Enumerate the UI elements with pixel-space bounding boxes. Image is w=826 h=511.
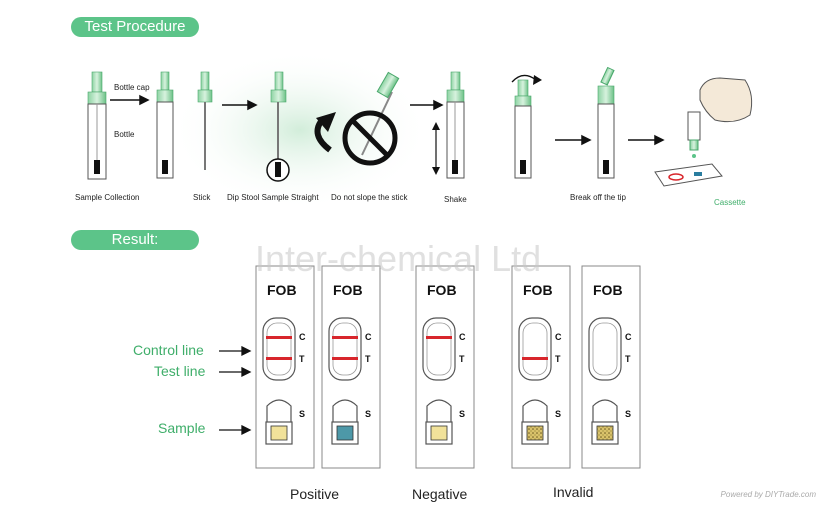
result-window-inner xyxy=(332,322,358,376)
sample-well-hood xyxy=(592,399,618,422)
sample-pad xyxy=(526,425,544,441)
group-invalid: Invalid xyxy=(553,484,594,500)
t-label: T xyxy=(555,354,561,364)
result-window xyxy=(328,317,362,381)
t-label: T xyxy=(625,354,631,364)
fob-label: FOB xyxy=(267,282,297,298)
result-window xyxy=(518,317,552,381)
step-sample-collection-bottle xyxy=(87,71,107,180)
control-line-mark xyxy=(426,336,452,339)
fob-label: FOB xyxy=(427,282,457,298)
s-label: S xyxy=(459,409,466,419)
label-sample-collection: Sample Collection xyxy=(75,193,140,202)
t-label: T xyxy=(299,354,305,364)
group-positive: Positive xyxy=(290,486,340,502)
sample-well-hood xyxy=(426,399,452,422)
sample-well-hood xyxy=(332,399,358,422)
sample-pad xyxy=(336,425,354,441)
step-stick xyxy=(197,71,213,170)
test-line-mark xyxy=(522,357,548,360)
label-bottle-cap: Bottle cap xyxy=(114,83,150,92)
step-twist-cap xyxy=(511,74,542,179)
sample-pad xyxy=(430,425,448,441)
c-label: C xyxy=(625,332,632,342)
test-line-mark xyxy=(332,357,358,360)
fob-label: FOB xyxy=(523,282,553,298)
result-window-inner xyxy=(266,322,292,376)
result-window-inner xyxy=(426,322,452,376)
result-window xyxy=(588,317,622,381)
label-bottle: Bottle xyxy=(114,130,135,139)
result-header: Result: xyxy=(71,230,199,250)
label-test-line: Test line xyxy=(154,363,206,379)
c-label: C xyxy=(555,332,562,342)
test-line-mark xyxy=(266,357,292,360)
s-label: S xyxy=(625,409,632,419)
label-cassette: Cassette xyxy=(714,198,746,207)
sample-well-hood xyxy=(266,399,292,422)
process-arrows xyxy=(110,94,665,146)
result-window-inner xyxy=(592,322,618,376)
result-window xyxy=(262,317,296,381)
sample-pad xyxy=(596,425,614,441)
control-line-mark xyxy=(266,336,292,339)
label-sample: Sample xyxy=(158,420,206,436)
label-dip: Dip Stool Sample Straight xyxy=(227,193,319,202)
t-label: T xyxy=(365,354,371,364)
hand-cassette-illustration xyxy=(654,77,753,187)
c-label: C xyxy=(459,332,466,342)
control-line-mark xyxy=(332,336,358,339)
s-label: S xyxy=(365,409,372,419)
pointer-arrows xyxy=(219,345,252,436)
label-control-line: Control line xyxy=(133,342,204,358)
label-stick: Stick xyxy=(193,193,211,202)
s-label: S xyxy=(299,409,306,419)
t-label: T xyxy=(459,354,465,364)
procedure-steps xyxy=(87,66,753,187)
group-negative: Negative xyxy=(412,486,468,502)
test-procedure-header: Test Procedure xyxy=(71,17,199,37)
s-label: S xyxy=(555,409,562,419)
fob-label: FOB xyxy=(593,282,623,298)
c-label: C xyxy=(365,332,372,342)
fob-label: FOB xyxy=(333,282,363,298)
sample-pad xyxy=(270,425,288,441)
label-shake: Shake xyxy=(444,195,467,204)
result-window-inner xyxy=(522,322,548,376)
watermark: Inter-chemical Ltd xyxy=(255,238,542,279)
powered-by: Powered by DIYTrade.com xyxy=(720,490,816,499)
result-window xyxy=(422,317,456,381)
step-stick-bottle xyxy=(156,71,174,179)
sample-well-hood xyxy=(522,399,548,422)
step-shake xyxy=(432,71,465,179)
no-slope-icon xyxy=(342,71,400,166)
label-break-tip: Break off the tip xyxy=(570,193,626,202)
step-break-tip xyxy=(597,66,615,179)
c-label: C xyxy=(299,332,306,342)
label-no-slope: Do not slope the stick xyxy=(331,193,408,202)
step-dip xyxy=(266,71,290,182)
